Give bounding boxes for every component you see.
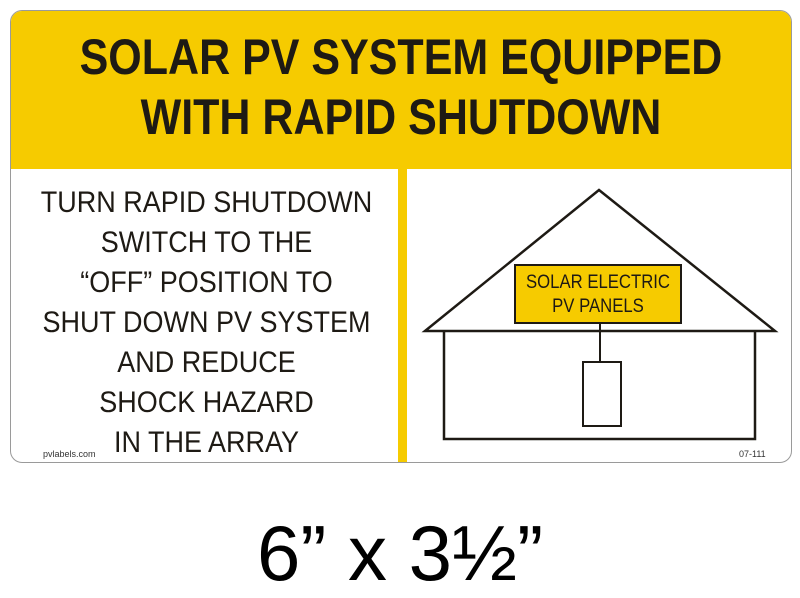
panel-label-line-1: SOLAR ELECTRIC bbox=[525, 272, 671, 293]
instruction-line: SHOCK HAZARD bbox=[99, 386, 314, 419]
instruction-line: AND REDUCE bbox=[117, 346, 296, 379]
house-walls bbox=[442, 331, 757, 441]
vertical-divider bbox=[398, 169, 407, 462]
instruction-line: IN THE ARRAY bbox=[113, 426, 300, 459]
size-caption: 6” x 3½” bbox=[256, 509, 544, 597]
website-text: pvlabels.com bbox=[43, 449, 96, 459]
pv-panels-label-box: SOLAR ELECTRIC PV PANELS bbox=[514, 264, 682, 324]
house-diagram-icon bbox=[421, 188, 779, 441]
title-line-2: WITH RAPID SHUTDOWN bbox=[140, 89, 662, 145]
sign-label: SOLAR PV SYSTEM EQUIPPED WITH RAPID SHUT… bbox=[10, 10, 792, 463]
instruction-line: SWITCH TO THE bbox=[100, 226, 313, 259]
disconnect-switch-box bbox=[582, 361, 622, 427]
instruction-line: “OFF” POSITION TO bbox=[80, 266, 333, 299]
title-line-1: SOLAR PV SYSTEM EQUIPPED bbox=[79, 29, 723, 85]
part-number: 07-111 bbox=[739, 449, 766, 459]
sign-title: SOLAR PV SYSTEM EQUIPPED WITH RAPID SHUT… bbox=[66, 27, 737, 147]
panel-label-line-2: PV PANELS bbox=[552, 296, 644, 317]
instructions-text: TURN RAPID SHUTDOWN SWITCH TO THE “OFF” … bbox=[36, 183, 377, 462]
sign-header: SOLAR PV SYSTEM EQUIPPED WITH RAPID SHUT… bbox=[11, 11, 791, 169]
instruction-line: SHUT DOWN PV SYSTEM bbox=[42, 306, 371, 339]
instruction-line: TURN RAPID SHUTDOWN bbox=[40, 186, 373, 219]
